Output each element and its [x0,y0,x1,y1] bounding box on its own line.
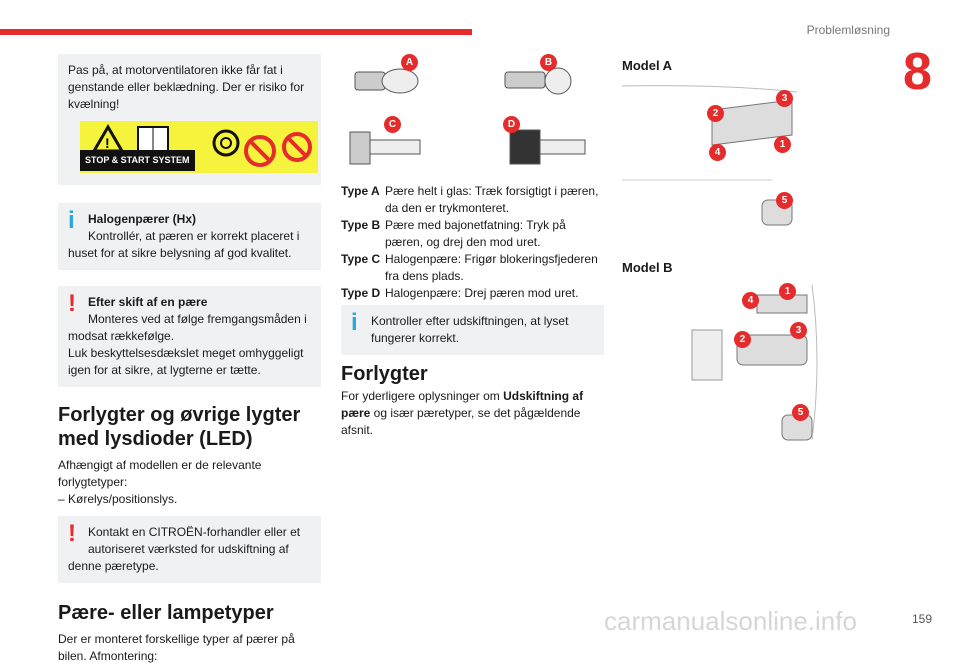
warning-title: Efter skift af en pære [88,295,208,309]
left-column: Pas på, at motorventilatoren ikke får fa… [58,54,321,665]
callout-badge: 1 [779,283,796,300]
led-bullet: – Kørelys/positionslys. [58,492,178,506]
bulb-badge-d: D [503,116,520,133]
headlights-heading: Forlygter [341,363,428,385]
warning-text: Kontakt en CITROËN-forhandler eller et a… [88,525,301,556]
bulb-badge-c: C [384,116,401,133]
info-text: Kontroller efter udskiftningen, at lyset… [371,314,569,345]
section-title: Problemløsning [806,23,890,37]
warning-pictograms-icon: ! [91,124,312,167]
callout-badge: 2 [734,331,751,348]
model-a-illustration: 2 3 4 1 5 [621,80,802,245]
callout-badge: 4 [742,292,759,309]
dealer-warning-box: ! Kontakt en CITROËN-forhandler eller et… [58,516,321,583]
callout-badge: 3 [776,90,793,107]
bulb-types-paragraph: Der er monteret forskellige typer af pær… [58,632,295,663]
warning-text: Monteres ved at følge fremgangsmåden i [88,312,307,326]
model-b-label: Model B [622,260,673,275]
warning-text-tail: modsat rækkefølge. [68,329,175,343]
fan-warning-box: Pas på, at motorventilatoren ikke får fa… [58,54,321,185]
stop-start-warning-sticker: ! STOP & START SYSTEM [80,121,318,173]
callout-badge: 3 [790,322,807,339]
bulb-badge-a: A [401,54,418,71]
callout-badge: 1 [774,136,791,153]
info-title: Halogenpærer (Hx) [88,212,197,226]
warning-text-tail: denne pæretype. [68,559,159,573]
led-paragraph: Afhængigt af modellen er de relevante fo… [58,458,262,489]
callout-badge: 5 [792,404,809,421]
info-icon: i [68,207,75,234]
sticker-label: STOP & START SYSTEM [80,150,195,171]
bulb-illustrations: A B C D [340,52,605,177]
info-text-tail: huset for at sikre belysning af god kval… [68,246,292,260]
watermark: carmanualsonline.info [604,606,857,636]
svg-text:!: ! [105,135,110,151]
fan-warning-text: Pas på, at motorventilatoren ikke får fa… [68,63,305,111]
chapter-number: 8 [903,43,932,101]
callout-badge: 4 [709,144,726,161]
bulb-types-heading: Pære- eller lampetyper [58,602,274,624]
callout-badge: 5 [776,192,793,209]
chapter-color-bar [0,29,472,35]
info-icon: i [351,309,358,336]
dashboard-model-b-image [691,284,818,441]
halogen-info-box: i Halogenpærer (Hx) Kontrollér, at pæren… [58,203,321,270]
bulb-badge-b: B [540,54,557,71]
check-light-info-box: i Kontroller efter udskiftningen, at lys… [341,305,604,355]
model-b-illustration: 4 1 2 3 5 [622,280,822,445]
bulb-types-illustration [349,67,586,165]
warning-text-extra: Luk beskyttelsesdækslet meget omhyggelig… [68,346,304,377]
info-text: Kontrollér, at pæren er korrekt placeret… [88,229,300,243]
bulb-change-warning-box: ! Efter skift af en pære Monteres ved at… [58,286,321,387]
page-number: 159 [911,612,932,626]
dashboard-model-a-image [621,85,798,226]
led-heading: Forlygter og øvrige lygter med lysdioder… [58,404,301,450]
headlights-paragraph: For yderligere oplysninger om Udskiftnin… [341,389,584,437]
callout-badge: 2 [707,105,724,122]
warning-icon: ! [68,290,76,317]
warning-icon: ! [68,520,76,547]
model-a-label: Model A [622,58,673,73]
